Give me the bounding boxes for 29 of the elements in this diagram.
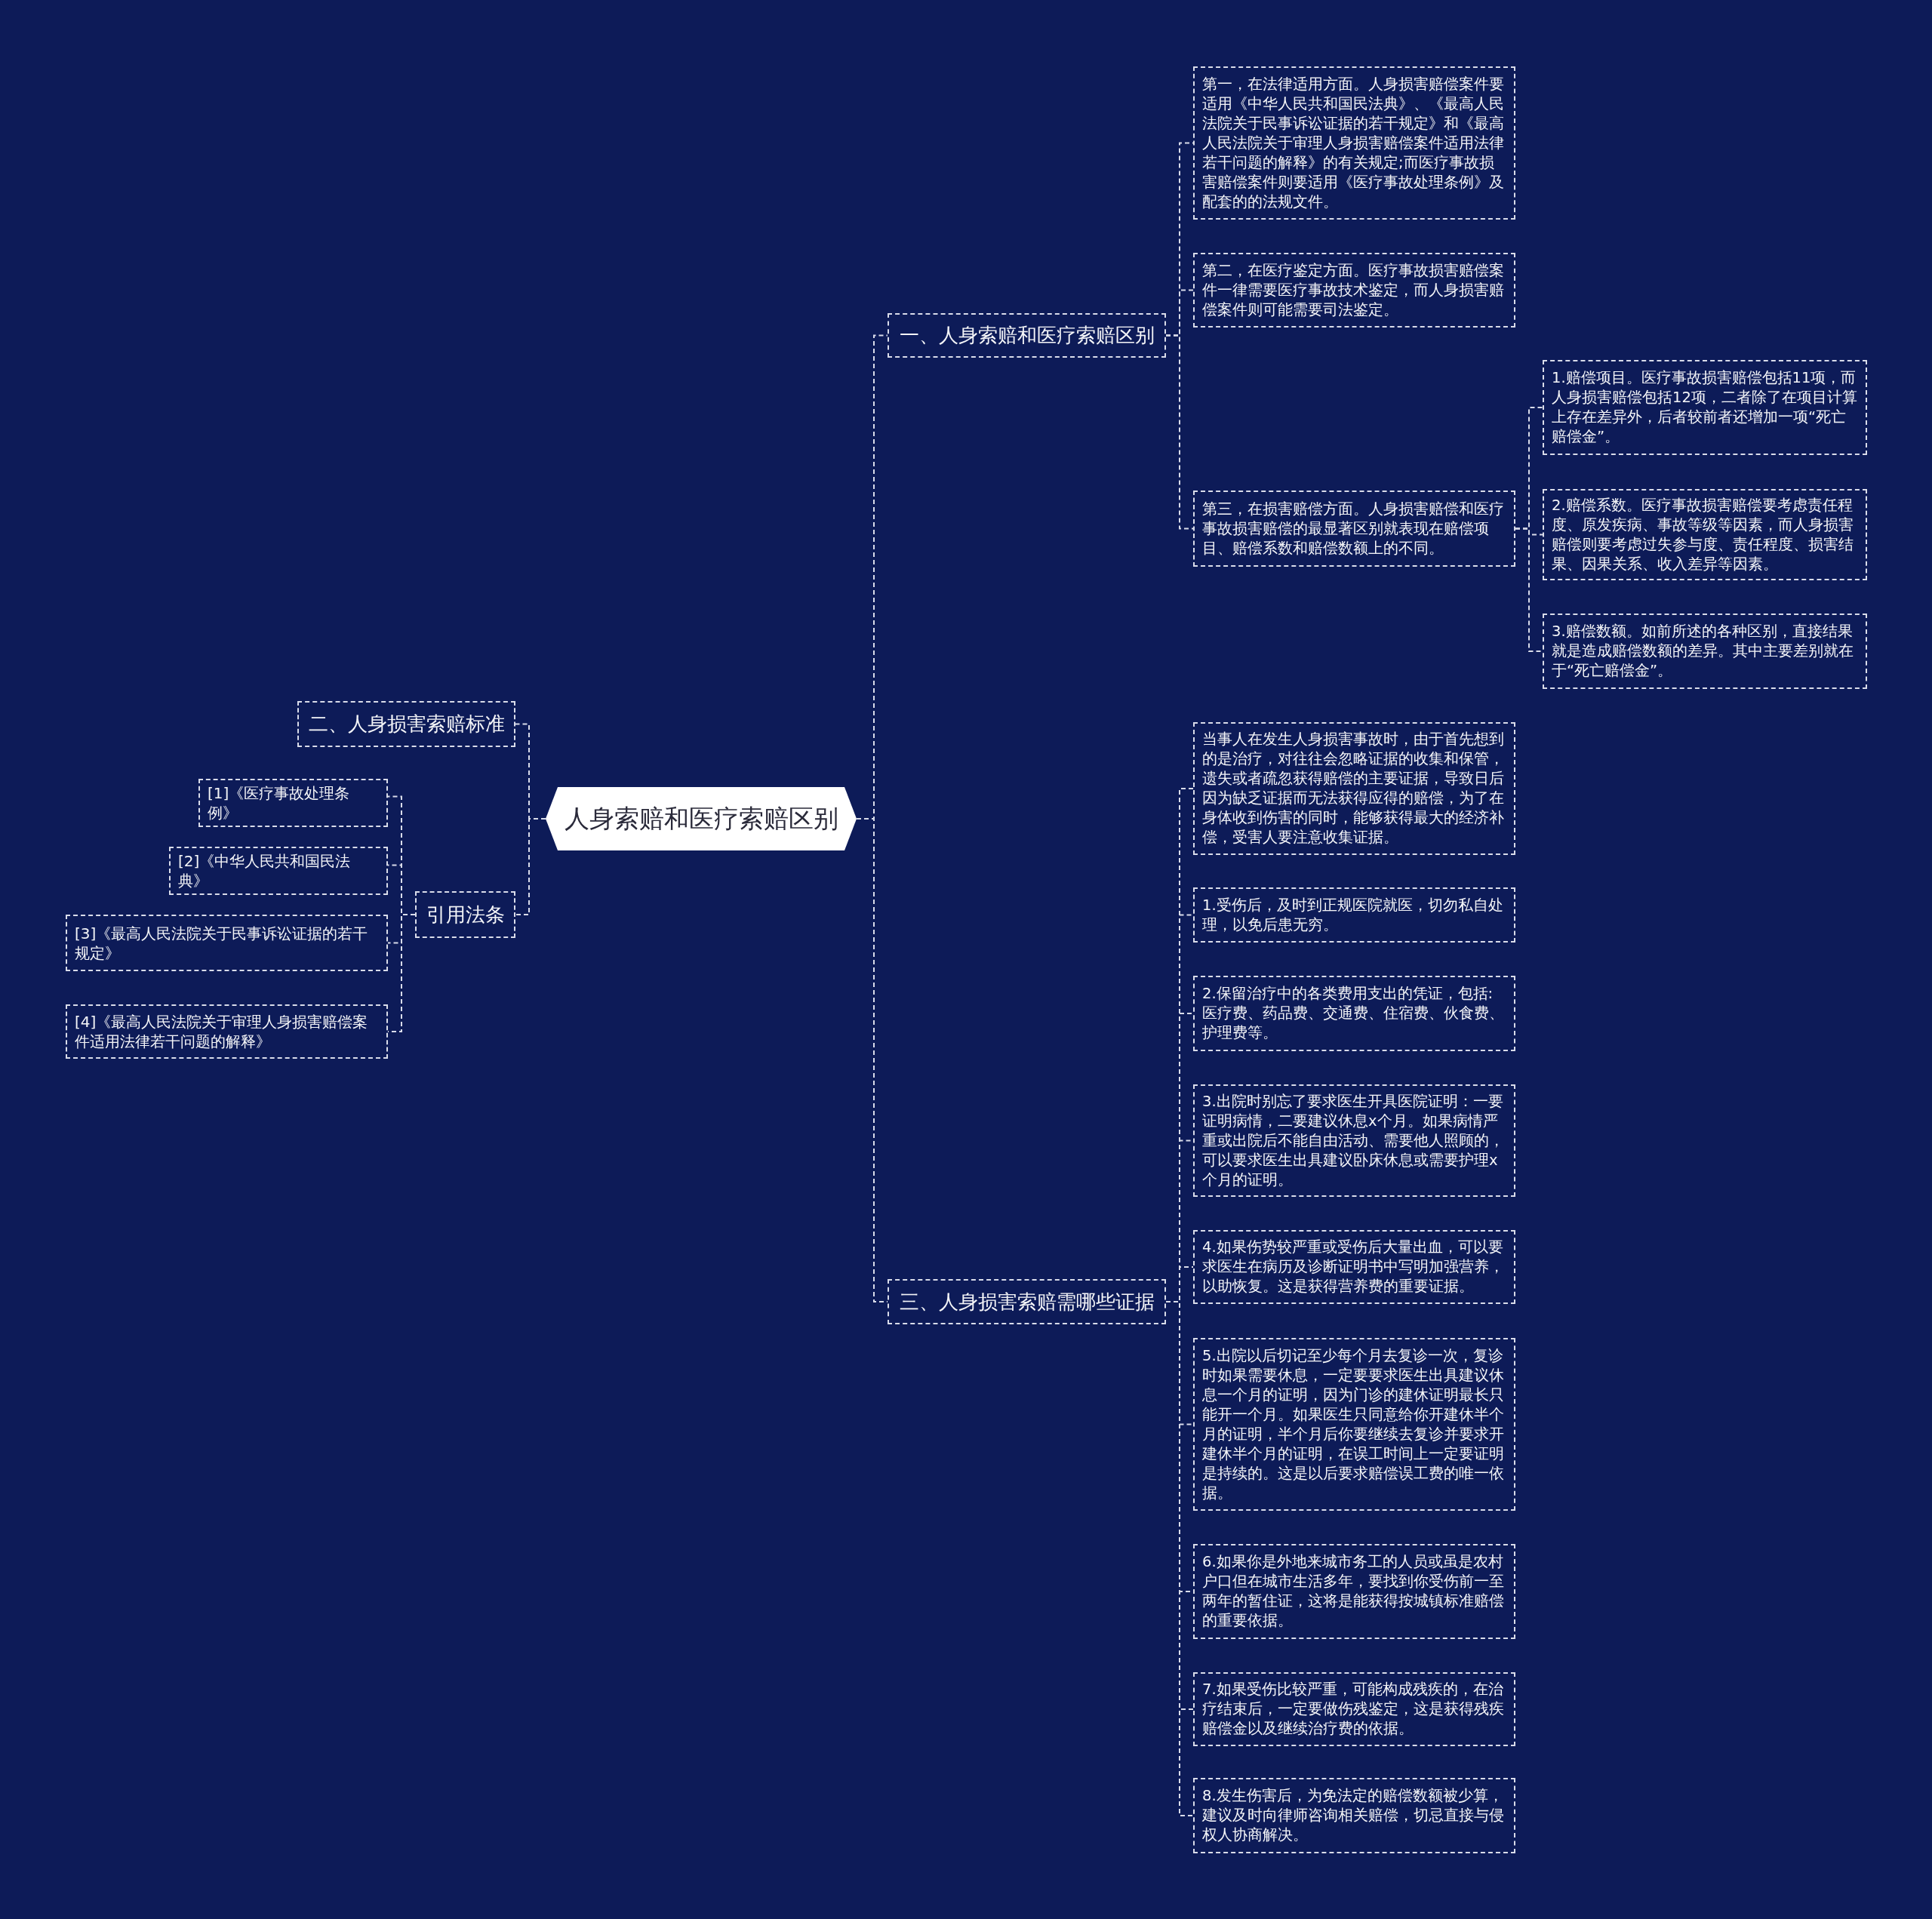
text-box: 5.出院以后切记至少每个月去复诊一次，复诊时如果需要休息，一定要要求医生出具建议休息一个月的证明，因为门诊的建休证明最长只能开一个月。如果医生只同意给你开建休半个月的证明，半个月后你要继续去复诊并要求开建休半个月的证明，在误工时间上一定要证明是持续的。这是以后要求赔偿误工费的唯一依据。 bbox=[1193, 1338, 1515, 1511]
text-box: 4.如果伤势较严重或受伤后大量出血，可以要求医生在病历及诊断证明书中写明加强营养，以助恢复。这是获得营养费的重要证据。 bbox=[1193, 1230, 1515, 1304]
topic-box: 三、人身损害索赔需哪些证据 bbox=[888, 1279, 1166, 1324]
connector-line bbox=[387, 914, 416, 1032]
text-box: 3.出院时别忘了要求医生开具医院证明：一要证明病情，二要建议休息x个月。如果病情严重或出院后不能自由活动、需要他人照顾的，可以要求医生出具建议卧床休息或需要护理x个月的证明。 bbox=[1193, 1084, 1515, 1197]
text-box: 2.赔偿系数。医疗事故损害赔偿要考虑责任程度、原发疾病、事故等级等因素，而人身损害赔偿则要考虑过失参与度、责任程度、损害结果、因果关系、收入差异等因素。 bbox=[1543, 489, 1867, 580]
text-box: 1.赔偿项目。医疗事故损害赔偿包括11项，而人身损害赔偿包括12项，二者除了在项目计算上存在差异外，后者较前者还增加一项“死亡赔偿金”。 bbox=[1543, 360, 1867, 455]
topic-box: 一、人身索赔和医疗索赔区别 bbox=[888, 313, 1166, 358]
text-box: 第二，在医疗鉴定方面。医疗事故损害赔偿案件一律需要医疗事故技术鉴定，而人身损害赔偿案件则可能需要司法鉴定。 bbox=[1193, 253, 1515, 328]
text-box: 2.保留治疗中的各类费用支出的凭证，包括:医疗费、药品费、交通费、住宿费、伙食费、护理费等。 bbox=[1193, 976, 1515, 1051]
topic-box: 二、人身损害索赔标准 bbox=[297, 701, 515, 747]
text-box: 7.如果受伤比较严重，可能构成残疾的，在治疗结束后，一定要做伤残鉴定，这是获得残疾赔偿金以及继续治疗费的依据。 bbox=[1193, 1672, 1515, 1746]
text-box: 3.赔偿数额。如前所述的各种区别，直接结果就是造成赔偿数额的差异。其中主要差别就在于“死亡赔偿金”。 bbox=[1543, 614, 1867, 689]
connector-line bbox=[515, 818, 546, 915]
reference-box: [4]《最高人民法院关于审理人身损害赔偿案件适用法律若干问题的解释》 bbox=[66, 1004, 388, 1059]
reference-box: [1]《医疗事故处理条例》 bbox=[198, 779, 388, 827]
text-box: 第一，在法律适用方面。人身损害赔偿案件要适用《中华人民共和国民法典》、《最高人民法院关于民事诉讼证据的若干规定》和《最高人民法院关于审理人身损害赔偿案件适用法律若干问题的解释》的有关规定;而医疗事故损害赔偿案件则要适用《医疗事故处理条例》及配套的的法规文件。 bbox=[1193, 66, 1515, 220]
connector-line bbox=[1165, 1301, 1194, 1816]
reference-box: [3]《最高人民法院关于民事诉讼证据的若干规定》 bbox=[66, 915, 388, 971]
reference-box: [2]《中华人民共和国民法典》 bbox=[169, 847, 388, 895]
connector-line bbox=[1165, 334, 1194, 530]
text-box: 第三，在损害赔偿方面。人身损害赔偿和医疗事故损害赔偿的最显著区别就表现在赔偿项目、赔偿系数和赔偿数额上的不同。 bbox=[1193, 491, 1515, 567]
text-box: 1.受伤后，及时到正规医院就医，切勿私自处理，以免后患无穷。 bbox=[1193, 887, 1515, 943]
topic-box: 引用法条 bbox=[415, 891, 515, 938]
text-box: 6.如果你是外地来城市务工的人员或虽是农村户口但在城市生活多年，要找到你受伤前一至两年的暂住证，这将是能获得按城镇标准赔偿的重要依据。 bbox=[1193, 1544, 1515, 1639]
text-box: 当事人在发生人身损害事故时，由于首先想到的是治疗，对往往会忽略证据的收集和保管，遗失或者疏忽获得赔偿的主要证据，导致日后因为缺乏证据而无法获得应得的赔偿，为了在身体收到伤害的同时，能够获得最大的经济补偿，受害人要注意收集证据。 bbox=[1193, 722, 1515, 855]
central-topic: 人身索赔和医疗索赔区别 bbox=[546, 787, 857, 850]
connector-line bbox=[1515, 527, 1543, 652]
text-box: 8.发生伤害后，为免法定的赔偿数额被少算，建议及时向律师咨询相关赔偿，切忌直接与侵权人协商解决。 bbox=[1193, 1778, 1515, 1853]
